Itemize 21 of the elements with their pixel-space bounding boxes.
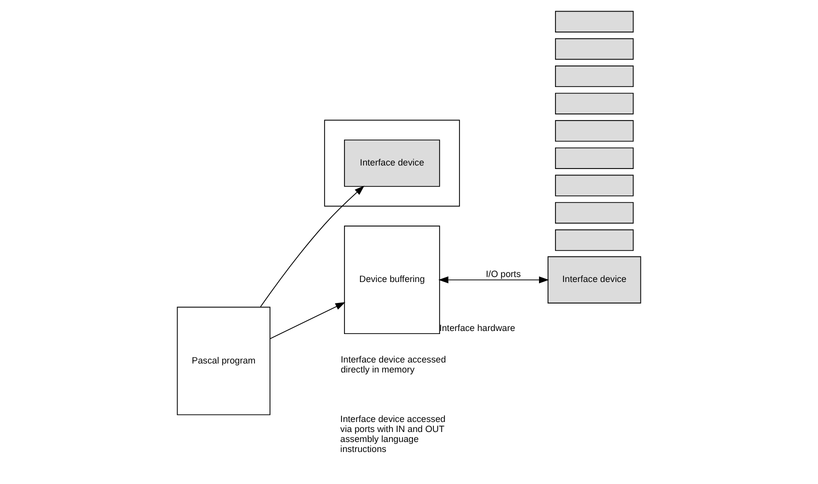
node-label: Interface hardware [439, 322, 516, 333]
node-box [555, 147, 634, 169]
node-box [555, 92, 634, 114]
label: Interface device accessed via ports with IN and OUT assembly language instructions [340, 414, 446, 454]
cluster [324, 120, 460, 207]
node-box [555, 174, 634, 196]
node-box: Interface device [344, 140, 440, 187]
arrow [260, 186, 364, 308]
node-box: Device buffering [344, 226, 440, 334]
node-box [555, 38, 634, 60]
node-box [555, 229, 634, 251]
node-box [555, 10, 634, 32]
node-box [555, 202, 634, 224]
arrow [438, 276, 549, 284]
node-box: Interface device [548, 256, 642, 304]
node-box [555, 120, 634, 142]
node-box [555, 66, 634, 88]
edge-label: I/O ports [486, 269, 521, 280]
label: Interface device accessed directly in memory [340, 354, 446, 374]
arrow [270, 302, 346, 340]
node-box: Pascal program [176, 306, 270, 416]
